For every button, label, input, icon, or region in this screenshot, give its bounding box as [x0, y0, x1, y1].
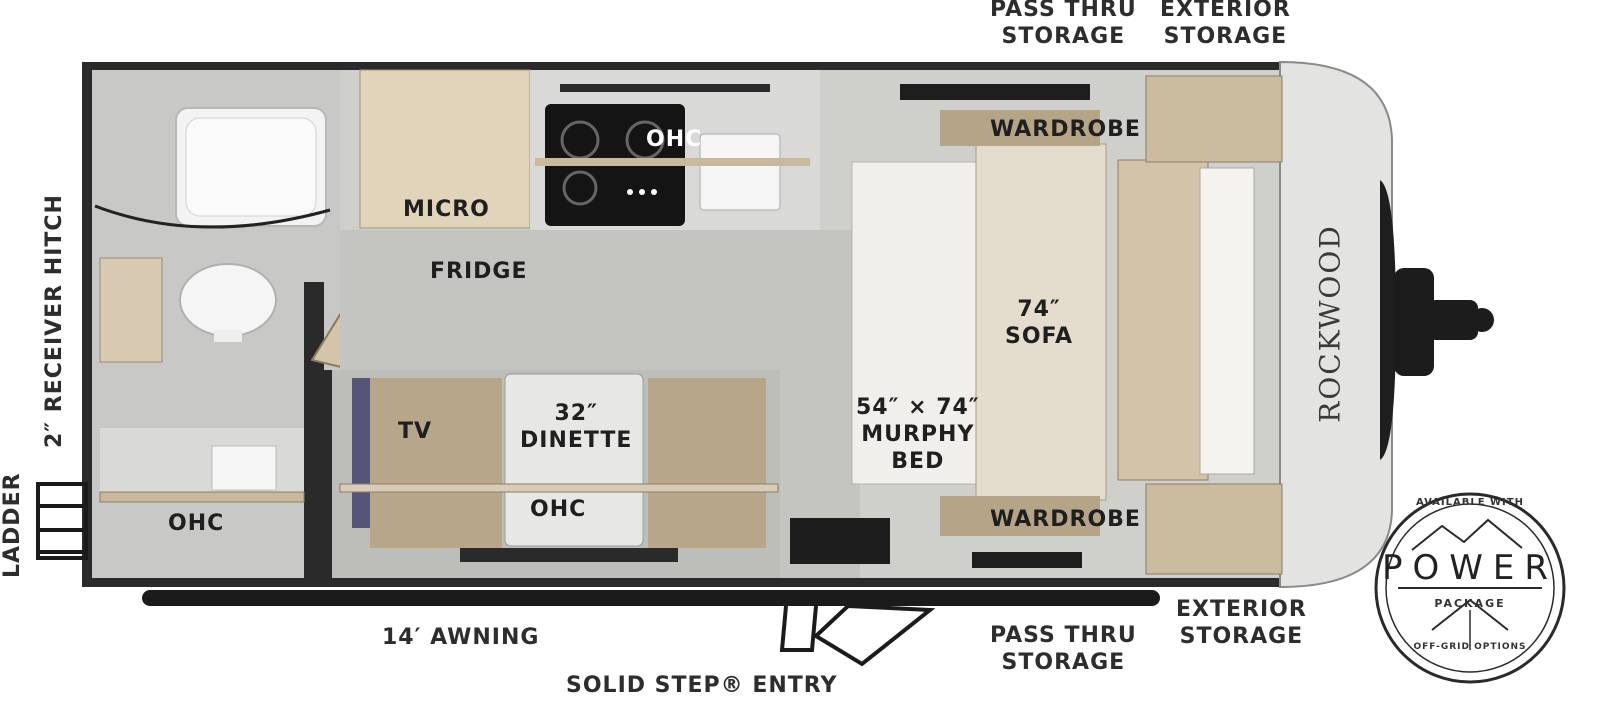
label-line: PASS THRU: [990, 623, 1137, 648]
label-line: PASS THRU: [990, 0, 1137, 22]
label-line: EXTERIOR: [1176, 597, 1307, 622]
dinette-window: [460, 548, 678, 562]
label-line: 54″ × 74″: [856, 395, 980, 420]
side-window-bottom: [972, 552, 1082, 568]
main-floor: [340, 230, 840, 370]
dinette-wall: [322, 370, 332, 578]
furnace-box: [790, 518, 890, 564]
dinette-ohc-shelf: [339, 483, 779, 493]
pass-thru-storage-top-label: PASS THRU STORAGE: [990, 0, 1137, 50]
sofa-label: 74″ SOFA: [1005, 296, 1073, 350]
entry-label: SOLID STEP® ENTRY: [566, 673, 838, 698]
exterior-storage-top-label: EXTERIOR STORAGE: [1160, 0, 1291, 50]
label-line: DINETTE: [520, 428, 633, 453]
tv-label: TV: [398, 419, 433, 444]
tv-panel: [352, 378, 370, 528]
label-line: STORAGE: [1163, 24, 1288, 49]
wardrobe-bottom: [940, 496, 1100, 536]
label-line: EXTERIOR: [1160, 0, 1291, 22]
micro-label: MICRO: [403, 197, 490, 222]
dinette-table: [504, 373, 644, 547]
wardrobe-top: [940, 110, 1100, 146]
exterior-storage-bottom-label: EXTERIOR STORAGE: [1176, 596, 1307, 650]
bath-cabinet: [99, 257, 163, 363]
front-cap-window: [1380, 180, 1396, 460]
murphy-bed: [851, 161, 981, 485]
ladder-label: LADDER: [0, 472, 25, 578]
side-window-top: [900, 84, 1090, 100]
kitchen-ohc-shelf: [535, 158, 810, 166]
label-line: STORAGE: [1179, 624, 1304, 649]
murphy-bed-label: 54″ × 74″ MURPHY BED: [856, 394, 980, 475]
tongue-jack: [1394, 268, 1494, 376]
ohc-bath-label: OHC: [168, 511, 225, 536]
badge-sub-text: PACKAGE: [1434, 597, 1506, 610]
ohc-dinette-label: OHC: [530, 497, 587, 522]
micro-cabinet: [359, 69, 531, 229]
front-bed-mattress: [1199, 167, 1255, 475]
brand-logo: ROCKWOOD: [1313, 224, 1347, 423]
power-package-badge: [1374, 492, 1566, 684]
awning: [142, 590, 1160, 606]
wardrobe-bottom-label: WARDROBE: [990, 507, 1141, 532]
front-bed-base: [1117, 159, 1209, 481]
dinette-bench-front: [648, 378, 766, 548]
front-cap: [1279, 60, 1393, 589]
label-line: SOFA: [1005, 324, 1074, 349]
kitchen-sink: [699, 133, 781, 211]
ohc-kitchen-label: OHC: [646, 127, 703, 152]
toilet: [179, 263, 277, 337]
label-line: MURPHY: [861, 422, 975, 447]
bath-wall: [304, 282, 324, 578]
rear-ladder: [36, 482, 88, 560]
dinette-bench-rear: [370, 378, 502, 548]
label-line: BED: [891, 449, 945, 474]
front-storage-bottom: [1145, 483, 1283, 575]
label-line: 32″: [554, 401, 598, 426]
bath-sink: [211, 445, 277, 491]
fridge-label: FRIDGE: [430, 259, 528, 284]
rear-window: [560, 84, 770, 92]
badge-top-text: AVAILABLE WITH: [1416, 497, 1524, 508]
bath-ohc-shelf: [99, 491, 305, 503]
badge-bottom-text: OFF-GRID OPTIONS: [1413, 642, 1527, 652]
badge-word: POWER: [1382, 548, 1558, 588]
label-line: STORAGE: [1001, 650, 1126, 675]
front-storage-top: [1145, 75, 1283, 163]
receiver-hitch-label: 2″ RECEIVER HITCH: [42, 194, 67, 448]
entry-step: [779, 603, 936, 667]
label-line: STORAGE: [1001, 24, 1126, 49]
pass-thru-storage-bottom-label: PASS THRU STORAGE: [990, 622, 1137, 676]
sofa: [975, 143, 1107, 501]
awning-label: 14′ AWNING: [382, 625, 540, 650]
wardrobe-top-label: WARDROBE: [990, 117, 1141, 142]
dinette-label: 32″ DINETTE: [520, 400, 632, 454]
label-line: 74″: [1017, 297, 1061, 322]
